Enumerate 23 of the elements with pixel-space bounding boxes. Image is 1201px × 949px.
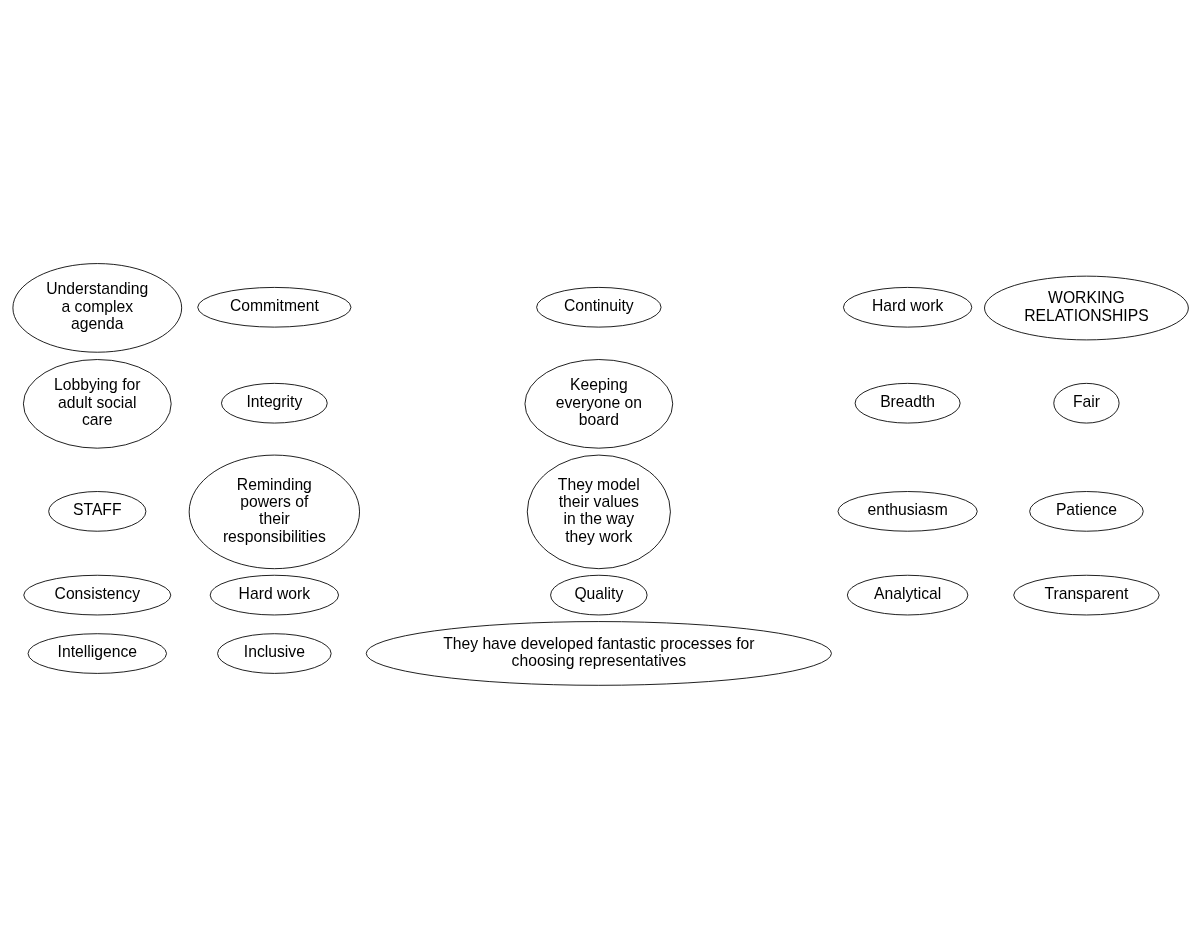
node-ellipse: Hard work (209, 574, 339, 616)
node-ellipse: They have developed fantastic processes for choosing representatives (365, 621, 832, 686)
node-ellipse: enthusiasm (837, 491, 978, 532)
node-ellipse: Hard work (843, 287, 973, 328)
node-ellipse: Transparent (1013, 574, 1160, 616)
node-ellipse: Understanding a complex agenda (12, 263, 183, 353)
node-ellipse: Breadth (854, 382, 961, 424)
node-ellipse: Intelligence (27, 633, 167, 674)
node-ellipse: WORKING RELATIONSHIPS (984, 275, 1189, 341)
node-ellipse: Commitment (197, 287, 352, 328)
node-ellipse: Analytical (846, 574, 969, 616)
node-ellipse: Quality (550, 574, 648, 616)
node-ellipse: They model their values in the way they work (526, 454, 671, 570)
node-ellipse: Lobbying for adult social care (22, 359, 172, 449)
node-ellipse: STAFF (48, 491, 147, 532)
node-ellipse: Keeping everyone on board (524, 359, 674, 449)
node-ellipse: Fair (1053, 382, 1120, 424)
node-ellipse: Continuity (536, 287, 662, 328)
node-ellipse: Patience (1029, 491, 1144, 532)
node-ellipse: Inclusive (217, 633, 332, 674)
node-ellipse: Reminding powers of their responsibilities (188, 454, 360, 570)
node-ellipse: Consistency (23, 574, 172, 616)
node-ellipse: Integrity (221, 382, 328, 424)
